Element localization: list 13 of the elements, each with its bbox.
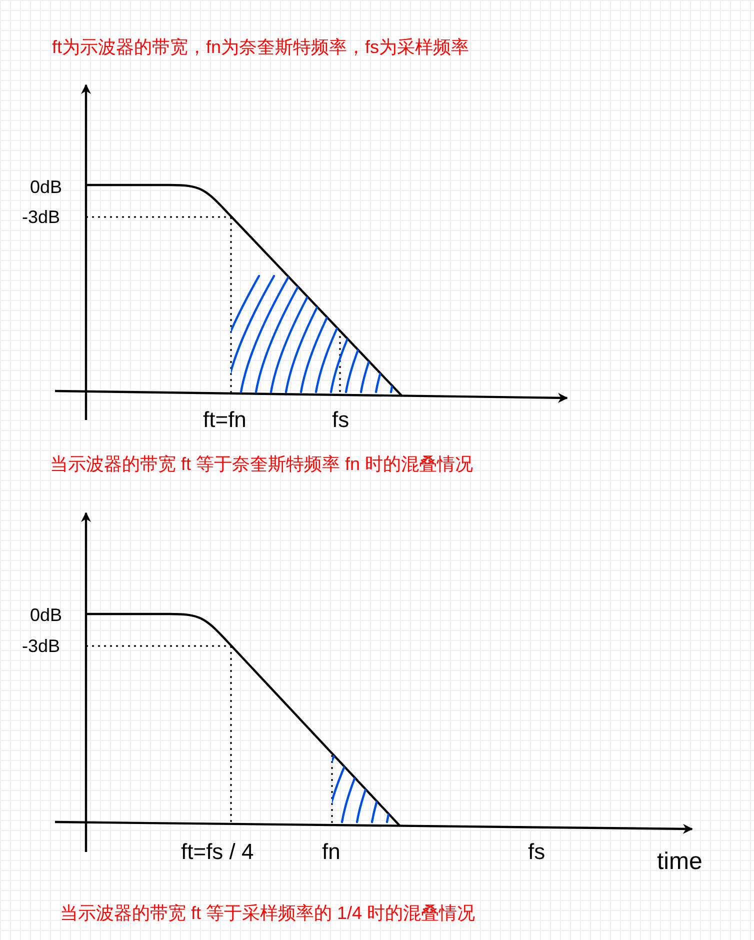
tick-label: -3dB (22, 637, 60, 655)
title: ft为示波器的带宽，fn为奈奎斯特频率，fs为采样频率 (52, 38, 470, 56)
tick-label: fn (322, 841, 340, 863)
caption: 当示波器的带宽 ft 等于奈奎斯特频率 fn 时的混叠情况 (50, 455, 474, 473)
axis-label: time (657, 850, 702, 874)
tick-label: -3dB (22, 208, 60, 226)
tick-label: fs (528, 841, 546, 863)
tick-label: 0dB (30, 606, 62, 624)
tick-label: ft=fn (203, 409, 246, 431)
caption: 当示波器的带宽 ft 等于采样频率的 1/4 时的混叠情况 (60, 904, 476, 922)
tick-label: fs (332, 409, 350, 431)
tick-label: 0dB (30, 178, 62, 196)
tick-label: ft=fs / 4 (181, 841, 254, 863)
